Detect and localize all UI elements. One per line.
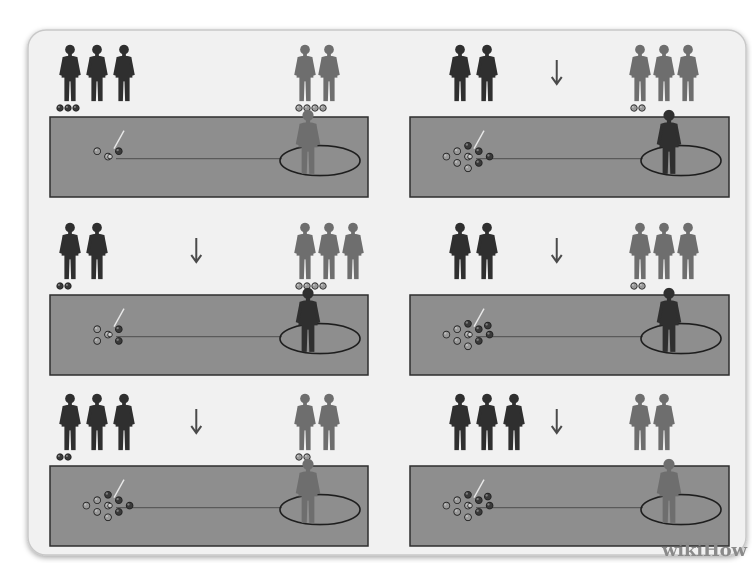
cluster-ball-icon	[464, 142, 472, 150]
target-circle-icon	[640, 322, 722, 355]
bocce-lane	[409, 465, 730, 547]
panel-p1	[49, 44, 369, 198]
cluster-ball-icon	[453, 147, 462, 156]
gray-ball-icon	[638, 282, 646, 290]
gray-ball-icon	[295, 453, 303, 461]
cluster-ball-icon	[115, 337, 123, 345]
gray-ball-icon	[311, 104, 319, 112]
cluster-ball-icon	[453, 508, 462, 516]
cluster-ball-icon	[115, 496, 123, 505]
jack-ball-icon	[467, 331, 473, 338]
target-circle-icon	[279, 322, 361, 355]
bocce-lane	[49, 294, 369, 376]
cluster-ball-icon	[93, 147, 101, 156]
cluster-ball-icon	[453, 496, 462, 505]
cluster-ball-icon	[115, 147, 123, 156]
cluster-ball-icon	[464, 490, 472, 499]
dark-ball-icon	[72, 104, 80, 112]
impact-streak	[113, 130, 125, 149]
cluster-ball-icon	[474, 508, 483, 516]
jack-ball-icon	[107, 331, 113, 338]
cluster-ball-icon	[453, 325, 462, 334]
gray-ball-icon	[319, 282, 327, 290]
impact-streak	[473, 130, 485, 149]
cluster-ball-icon	[485, 501, 494, 510]
dark-ball-icon	[64, 453, 72, 461]
cluster-ball-icon	[453, 159, 462, 167]
cluster-ball-icon	[483, 492, 492, 501]
wikihow-watermark: wikiHow	[662, 540, 747, 561]
cluster-ball-icon	[442, 330, 451, 339]
target-circle-icon	[279, 144, 361, 177]
impact-streak	[473, 308, 485, 327]
bocce-lane	[49, 116, 369, 198]
jack-ball-icon	[107, 502, 113, 509]
cluster-ball-icon	[442, 152, 451, 161]
target-circle-icon	[640, 493, 722, 526]
cluster-ball-icon	[125, 501, 134, 510]
cluster-ball-icon	[474, 147, 483, 156]
dark-ball-icon	[64, 282, 72, 290]
gray-ball-icon	[630, 282, 638, 290]
cluster-ball-icon	[82, 501, 91, 510]
cluster-ball-icon	[115, 325, 123, 334]
panel-p6	[409, 393, 730, 547]
cluster-ball-icon	[464, 342, 472, 351]
jack-ball-icon	[467, 154, 473, 160]
cluster-ball-icon	[93, 508, 101, 516]
bocce-lane	[49, 465, 369, 547]
impact-streak	[473, 479, 485, 498]
cluster-ball-icon	[442, 501, 451, 510]
dark-ball-icon	[56, 104, 64, 112]
cluster-ball-icon	[93, 325, 101, 334]
cluster-ball-icon	[93, 496, 101, 505]
jack-ball-icon	[467, 502, 473, 509]
cluster-ball-icon	[474, 496, 483, 505]
gray-ball-icon	[295, 282, 303, 290]
jack-ball-icon	[107, 154, 113, 160]
cluster-ball-icon	[464, 319, 472, 328]
dark-ball-icon	[64, 104, 72, 112]
cluster-ball-icon	[115, 508, 123, 516]
panel-p5	[49, 393, 369, 547]
impact-streak	[113, 308, 125, 327]
cluster-ball-icon	[483, 321, 492, 330]
cluster-ball-icon	[474, 159, 483, 167]
impact-streak	[113, 479, 125, 498]
cluster-ball-icon	[485, 152, 494, 161]
cluster-ball-icon	[453, 337, 462, 345]
cluster-ball-icon	[464, 513, 472, 522]
panel-p4	[409, 222, 730, 376]
gray-ball-icon	[319, 104, 327, 112]
gray-ball-icon	[630, 104, 638, 112]
dark-ball-icon	[56, 282, 64, 290]
cluster-ball-icon	[474, 325, 483, 334]
cluster-ball-icon	[474, 337, 483, 345]
cluster-ball-icon	[464, 164, 472, 173]
cluster-ball-icon	[93, 337, 101, 345]
target-circle-icon	[279, 493, 361, 526]
panel-p2	[409, 44, 730, 198]
cluster-ball-icon	[104, 513, 112, 522]
bocce-lane	[409, 294, 730, 376]
panel-p3	[49, 222, 369, 376]
gray-ball-icon	[638, 104, 646, 112]
dark-ball-icon	[56, 453, 64, 461]
bocce-lane	[409, 116, 730, 198]
cluster-ball-icon	[104, 490, 112, 499]
target-circle-icon	[640, 144, 722, 177]
gray-ball-icon	[311, 282, 319, 290]
cluster-ball-icon	[485, 330, 494, 339]
gray-ball-icon	[295, 104, 303, 112]
